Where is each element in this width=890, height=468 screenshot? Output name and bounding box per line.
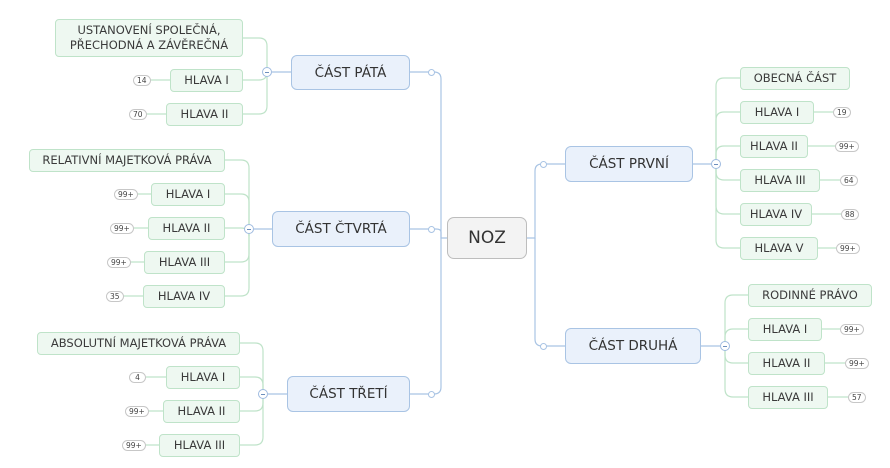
- count-badge[interactable]: 99+: [836, 243, 860, 254]
- connector-dot: [540, 161, 547, 168]
- subtopic-line: [715, 145, 740, 164]
- count-badge[interactable]: 35: [106, 291, 124, 302]
- subtopic-line: [724, 346, 748, 398]
- connector-dot: [428, 226, 435, 233]
- subtopic-line: [243, 37, 268, 72]
- count-badge[interactable]: 99+: [835, 141, 859, 152]
- subtopic-ustanoveni-spolecna[interactable]: USTANOVENÍ SPOLEČNÁ, PŘECHODNÁ A ZÁVĚREČ…: [55, 19, 243, 57]
- count-badge[interactable]: 4: [129, 372, 146, 383]
- subtopic-obecna-cast[interactable]: OBECNÁ ČÁST: [740, 67, 850, 90]
- subtopic-hlava[interactable]: HLAVA II: [163, 400, 240, 423]
- count-badge[interactable]: 57: [848, 392, 866, 403]
- count-badge[interactable]: 99+: [114, 189, 138, 200]
- subtopic-rodinne-pravo[interactable]: RODINNÉ PRÁVO: [748, 284, 872, 307]
- subtopic-hlava[interactable]: HLAVA III: [159, 434, 240, 457]
- subtopic-hlava[interactable]: HLAVA I: [170, 69, 243, 92]
- count-badge[interactable]: 64: [840, 175, 858, 186]
- subtopic-line: [724, 328, 748, 346]
- subtopic-hlava[interactable]: HLAVA II: [748, 352, 825, 375]
- subtopic-line: [724, 294, 748, 346]
- subtopic-hlava[interactable]: HLAVA IV: [143, 285, 225, 308]
- collapse-toggle-cast-prvni[interactable]: [711, 159, 721, 169]
- count-badge[interactable]: 99+: [110, 223, 134, 234]
- collapse-toggle-cast-pata[interactable]: [262, 67, 272, 77]
- subtopic-hlava[interactable]: HLAVA III: [144, 251, 225, 274]
- branch-line: [410, 71, 447, 239]
- count-badge[interactable]: 99+: [840, 324, 864, 335]
- collapse-toggle-cast-treti[interactable]: [258, 389, 268, 399]
- subtopic-line: [225, 229, 250, 297]
- subtopic-hlava[interactable]: HLAVA II: [166, 103, 243, 126]
- connector-dot: [540, 343, 547, 350]
- subtopic-hlava[interactable]: HLAVA IV: [740, 203, 812, 226]
- subtopic-line: [715, 77, 740, 164]
- subtopic-hlava[interactable]: HLAVA III: [740, 169, 820, 192]
- count-badge[interactable]: 88: [841, 209, 859, 220]
- count-badge[interactable]: 19: [833, 107, 851, 118]
- root-topic[interactable]: NOZ: [447, 217, 527, 259]
- subtopic-line: [240, 376, 264, 394]
- branch-line: [527, 163, 565, 239]
- count-badge[interactable]: 14: [133, 75, 151, 86]
- subtopic-line: [715, 164, 740, 215]
- subtopic-line: [243, 72, 268, 115]
- collapse-toggle-cast-ctvrta[interactable]: [244, 224, 254, 234]
- subtopic-hlava[interactable]: HLAVA II: [740, 135, 808, 158]
- topic-cast-ctvrta[interactable]: ČÁST ČTVRTÁ: [272, 211, 410, 247]
- topic-cast-druha[interactable]: ČÁST DRUHÁ: [565, 328, 701, 364]
- count-badge[interactable]: 99+: [122, 440, 146, 451]
- count-badge[interactable]: 99+: [107, 257, 131, 268]
- subtopic-line: [240, 394, 264, 446]
- branch-line: [534, 238, 565, 347]
- subtopic-line: [715, 111, 740, 164]
- subtopic-hlava[interactable]: HLAVA V: [740, 237, 818, 260]
- subtopic-line: [240, 342, 264, 394]
- topic-cast-prvni[interactable]: ČÁST PRVNÍ: [565, 146, 693, 182]
- subtopic-hlava[interactable]: HLAVA III: [748, 386, 828, 409]
- connector-dot: [428, 69, 435, 76]
- subtopic-hlava[interactable]: HLAVA I: [748, 318, 822, 341]
- count-badge[interactable]: 99+: [125, 406, 149, 417]
- subtopic-line: [715, 164, 740, 249]
- subtopic-line: [225, 229, 250, 263]
- collapse-toggle-cast-druha[interactable]: [720, 341, 730, 351]
- topic-cast-pata[interactable]: ČÁST PÁTÁ: [291, 55, 410, 90]
- topic-cast-treti[interactable]: ČÁST TŘETÍ: [287, 376, 410, 412]
- subtopic-absolutni-majetkova-prava[interactable]: ABSOLUTNÍ MAJETKOVÁ PRÁVA: [37, 332, 240, 355]
- subtopic-hlava[interactable]: HLAVA II: [148, 217, 225, 240]
- connector-dot: [428, 391, 435, 398]
- subtopic-line: [225, 193, 250, 229]
- branch-line: [410, 238, 442, 395]
- subtopic-line: [225, 159, 250, 229]
- subtopic-hlava[interactable]: HLAVA I: [151, 183, 225, 206]
- count-badge[interactable]: 70: [129, 109, 147, 120]
- subtopic-hlava[interactable]: HLAVA I: [740, 101, 814, 124]
- subtopic-relativni-majetkova-prava[interactable]: RELATIVNÍ MAJETKOVÁ PRÁVA: [29, 149, 225, 172]
- count-badge[interactable]: 99+: [845, 358, 869, 369]
- branch-line: [410, 228, 442, 238]
- subtopic-hlava[interactable]: HLAVA I: [166, 366, 240, 389]
